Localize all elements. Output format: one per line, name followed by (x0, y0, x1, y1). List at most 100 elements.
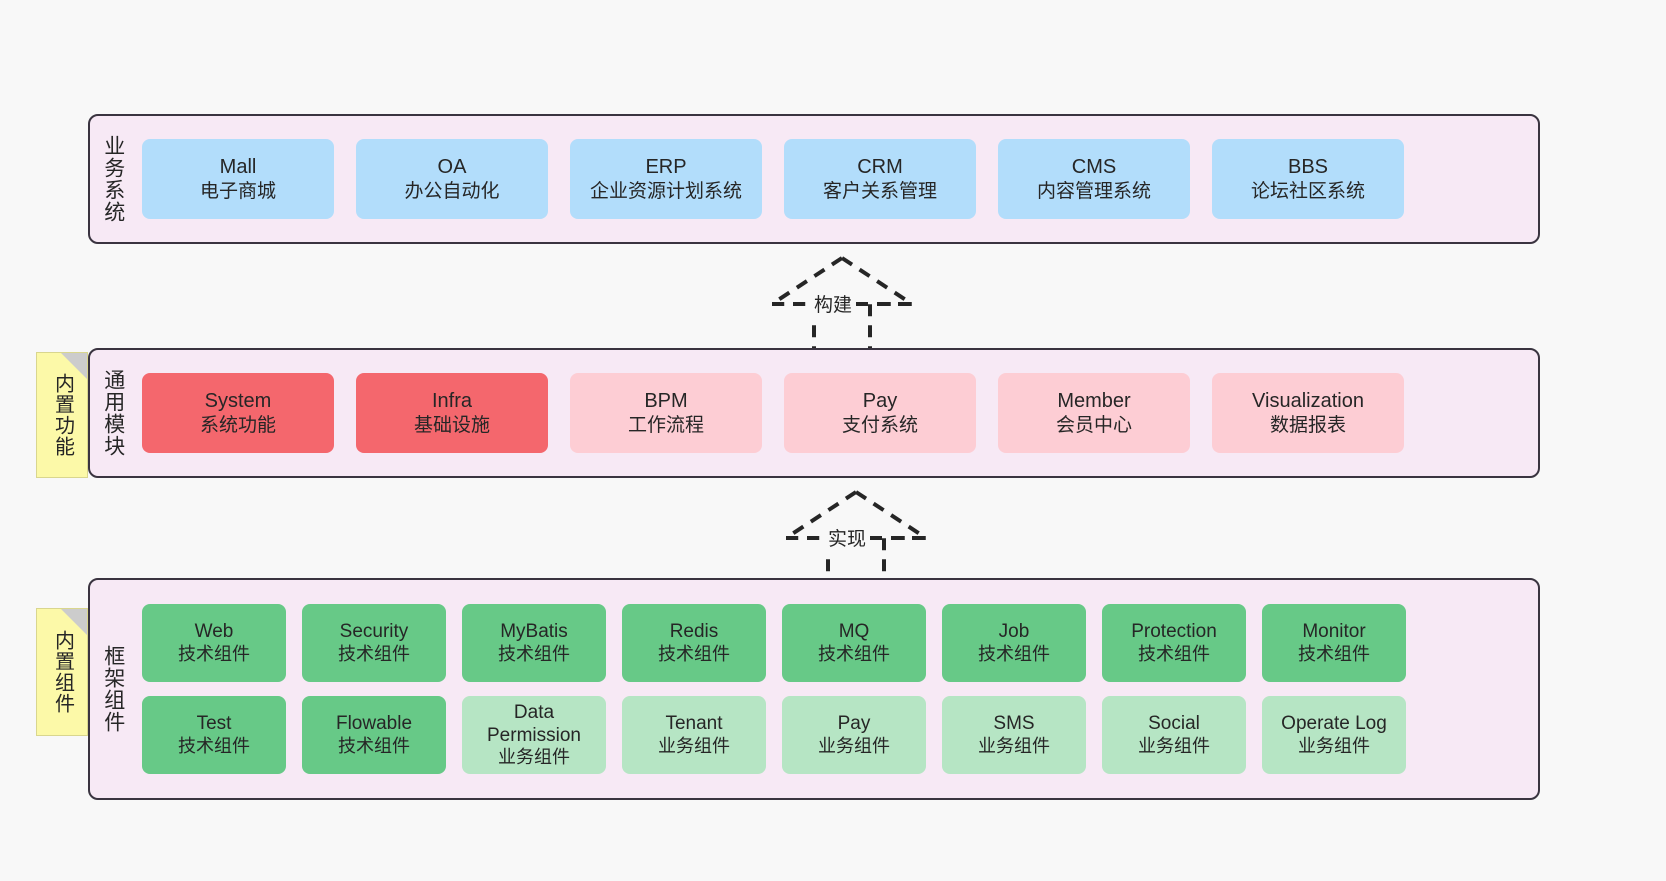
node-monitor-name: Monitor (1302, 621, 1366, 643)
node-oa[interactable]: OA 办公自动化 (356, 139, 548, 219)
business-row: Mall 电子商城 OA 办公自动化 ERP 企业资源计划系统 CRM 客户关系… (142, 139, 1524, 219)
node-pay-component[interactable]: Pay 业务组件 (782, 696, 926, 774)
node-erp-desc: 企业资源计划系统 (589, 180, 742, 202)
note-fold-corner-icon (61, 609, 87, 635)
node-pay-module-name: Pay (862, 390, 898, 413)
node-system-desc: 系统功能 (199, 414, 276, 436)
node-erp[interactable]: ERP 企业资源计划系统 (570, 139, 762, 219)
node-mybatis-name: MyBatis (500, 621, 568, 643)
node-mybatis[interactable]: MyBatis 技术组件 (462, 604, 606, 682)
node-operate-log[interactable]: Operate Log 业务组件 (1262, 696, 1406, 774)
node-test-name: Test (196, 713, 232, 735)
node-visualization-desc: 数据报表 (1269, 414, 1346, 436)
note-fold-corner-icon (61, 353, 87, 379)
node-flowable-name: Flowable (335, 713, 413, 735)
node-bpm-desc: 工作流程 (627, 414, 704, 436)
node-tenant-name: Tenant (665, 713, 723, 735)
layer-business-system-body: Mall 电子商城 OA 办公自动化 ERP 企业资源计划系统 CRM 客户关系… (136, 116, 1538, 242)
node-monitor[interactable]: Monitor 技术组件 (1262, 604, 1406, 682)
node-bbs[interactable]: BBS 论坛社区系统 (1212, 139, 1404, 219)
node-job-name: Job (998, 621, 1030, 643)
node-infra[interactable]: Infra 基础设施 (356, 373, 548, 453)
node-operate-log-desc: 业务组件 (1298, 735, 1370, 756)
node-mybatis-desc: 技术组件 (498, 643, 570, 664)
node-security-name: Security (339, 621, 409, 643)
note-builtin-component: 内置组件 (36, 608, 88, 736)
common-row: System 系统功能 Infra 基础设施 BPM 工作流程 Pay 支付系统… (142, 373, 1524, 453)
node-mq-desc: 技术组件 (818, 643, 890, 664)
node-crm-name: CRM (857, 156, 903, 179)
connector-implement: 实现 (766, 486, 946, 584)
node-web-desc: 技术组件 (178, 643, 250, 664)
node-security-desc: 技术组件 (338, 643, 410, 664)
node-cms[interactable]: CMS 内容管理系统 (998, 139, 1190, 219)
layer-business-system: 业务系统 Mall 电子商城 OA 办公自动化 ERP 企业资源计划系统 CRM… (88, 114, 1540, 244)
node-pay-module[interactable]: Pay 支付系统 (784, 373, 976, 453)
node-visualization[interactable]: Visualization 数据报表 (1212, 373, 1404, 453)
node-protection[interactable]: Protection 技术组件 (1102, 604, 1246, 682)
node-social[interactable]: Social 业务组件 (1102, 696, 1246, 774)
node-bbs-name: BBS (1287, 156, 1329, 179)
node-redis-name: Redis (669, 621, 719, 643)
layer-common-module-title: 通用模块 (101, 369, 125, 457)
node-security[interactable]: Security 技术组件 (302, 604, 446, 682)
layer-framework-component: 框架组件 Web 技术组件 Security 技术组件 MyBatis 技术组件… (88, 578, 1540, 800)
node-system-name: System (204, 390, 272, 413)
node-oa-name: OA (437, 156, 467, 179)
node-bpm-name: BPM (644, 390, 688, 413)
node-mall[interactable]: Mall 电子商城 (142, 139, 334, 219)
node-sms[interactable]: SMS 业务组件 (942, 696, 1086, 774)
layer-framework-component-body: Web 技术组件 Security 技术组件 MyBatis 技术组件 Redi… (136, 580, 1538, 798)
node-flowable-desc: 技术组件 (338, 735, 410, 756)
node-job[interactable]: Job 技术组件 (942, 604, 1086, 682)
node-data-permission[interactable]: Data Permission 业务组件 (462, 696, 606, 774)
node-mq-name: MQ (838, 621, 870, 643)
node-test-desc: 技术组件 (178, 735, 250, 756)
node-visualization-name: Visualization (1252, 390, 1364, 413)
node-flowable[interactable]: Flowable 技术组件 (302, 696, 446, 774)
node-member-desc: 会员中心 (1055, 414, 1132, 436)
node-bpm[interactable]: BPM 工作流程 (570, 373, 762, 453)
node-job-desc: 技术组件 (978, 643, 1050, 664)
node-pay-component-name: Pay (837, 713, 871, 735)
node-protection-name: Protection (1131, 621, 1217, 643)
node-operate-log-name: Operate Log (1281, 713, 1387, 735)
node-redis[interactable]: Redis 技术组件 (622, 604, 766, 682)
node-mall-desc: 电子商城 (199, 180, 276, 202)
note-builtin-function-label: 内置功能 (51, 373, 74, 457)
node-crm-desc: 客户关系管理 (822, 180, 937, 202)
node-infra-name: Infra (431, 390, 473, 413)
framework-row-business: Test 技术组件 Flowable 技术组件 Data Permission … (142, 696, 1526, 774)
node-pay-module-desc: 支付系统 (841, 414, 918, 436)
node-system[interactable]: System 系统功能 (142, 373, 334, 453)
node-mall-name: Mall (219, 156, 257, 179)
node-sms-desc: 业务组件 (978, 735, 1050, 756)
node-oa-desc: 办公自动化 (404, 180, 500, 202)
node-tenant-desc: 业务组件 (658, 735, 730, 756)
node-cms-name: CMS (1071, 156, 1117, 179)
layer-common-module-body: System 系统功能 Infra 基础设施 BPM 工作流程 Pay 支付系统… (136, 350, 1538, 476)
layer-business-system-title: 业务系统 (101, 135, 125, 223)
connector-build-label: 构建 (812, 290, 855, 317)
node-member[interactable]: Member 会员中心 (998, 373, 1190, 453)
node-pay-component-desc: 业务组件 (818, 735, 890, 756)
node-crm[interactable]: CRM 客户关系管理 (784, 139, 976, 219)
node-mq[interactable]: MQ 技术组件 (782, 604, 926, 682)
node-protection-desc: 技术组件 (1138, 643, 1210, 664)
framework-row-tech: Web 技术组件 Security 技术组件 MyBatis 技术组件 Redi… (142, 604, 1526, 682)
node-web-name: Web (194, 621, 234, 643)
node-monitor-desc: 技术组件 (1298, 643, 1370, 664)
note-builtin-component-label: 内置组件 (51, 630, 74, 714)
node-cms-desc: 内容管理系统 (1036, 180, 1151, 202)
connector-implement-label: 实现 (826, 524, 869, 551)
node-tenant[interactable]: Tenant 业务组件 (622, 696, 766, 774)
node-member-name: Member (1057, 390, 1131, 413)
note-builtin-function: 内置功能 (36, 352, 88, 478)
node-test[interactable]: Test 技术组件 (142, 696, 286, 774)
node-web[interactable]: Web 技术组件 (142, 604, 286, 682)
layer-framework-component-title: 框架组件 (101, 645, 125, 733)
node-social-name: Social (1148, 713, 1200, 735)
node-erp-name: ERP (645, 156, 687, 179)
node-sms-name: SMS (993, 713, 1035, 735)
